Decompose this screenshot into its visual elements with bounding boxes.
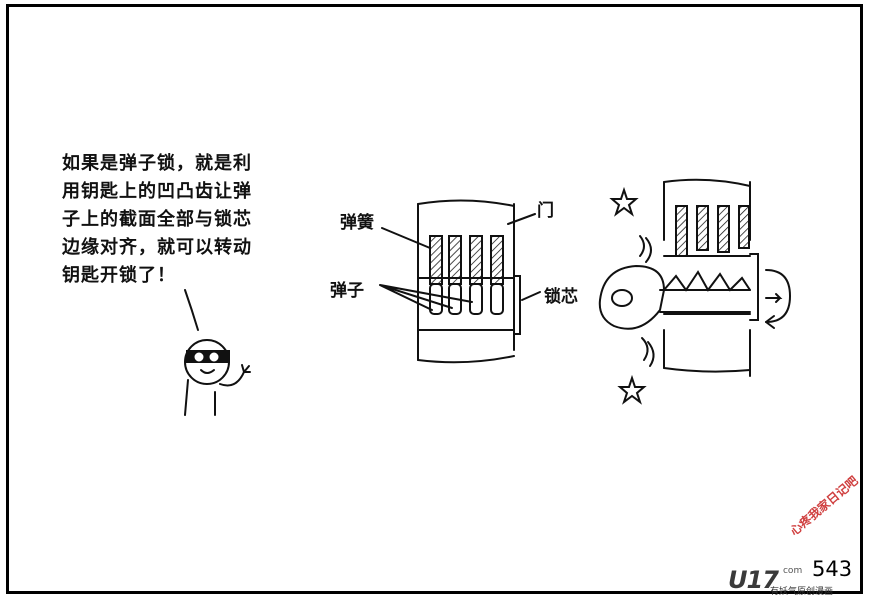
- spring-group: [429, 235, 504, 285]
- speech-line: 边缘对齐，就可以转动: [62, 237, 252, 258]
- label-spring: 弹簧: [340, 213, 374, 233]
- logo-brand: U17: [728, 566, 779, 594]
- speech-line: 用钥匙上的凹凸齿让弹: [62, 181, 252, 202]
- speech-tail: [184, 289, 199, 331]
- pin-pointers: [379, 284, 473, 311]
- page-number: 543: [812, 557, 853, 581]
- label-cylinder: 锁芯: [544, 287, 578, 307]
- panel-border: [6, 4, 863, 594]
- star-icon: [609, 186, 639, 217]
- logo-com: com: [782, 566, 803, 576]
- speech-line: 如果是弹子锁，就是利: [62, 153, 252, 174]
- lock-diagram-left: [379, 199, 541, 364]
- door-pointer: [507, 213, 536, 225]
- pin-group: [429, 283, 504, 315]
- key-icon: [598, 264, 751, 330]
- rotation-arrow-icon: [765, 269, 792, 323]
- star-icon: [617, 374, 647, 405]
- character-figure: [184, 339, 251, 416]
- cylinder-pointer: [521, 291, 541, 301]
- spring-pointer: [381, 227, 431, 249]
- label-pin: 弹子: [330, 281, 364, 301]
- lock-diagram-right: [598, 178, 792, 405]
- label-door: 门: [537, 201, 554, 221]
- speech-text: 如果是弹子锁，就是利 用钥匙上的凹凸齿让弹 子上的截面全部与锁芯 边缘对齐，就可…: [62, 150, 312, 290]
- logo-slogan: 有妖气原创漫画: [770, 587, 834, 597]
- speech-line: 钥匙开锁了！: [62, 265, 176, 286]
- u17-logo: U17 com 有妖气原创漫画: [728, 566, 833, 597]
- speech-line: 子上的截面全部与锁芯: [62, 209, 252, 230]
